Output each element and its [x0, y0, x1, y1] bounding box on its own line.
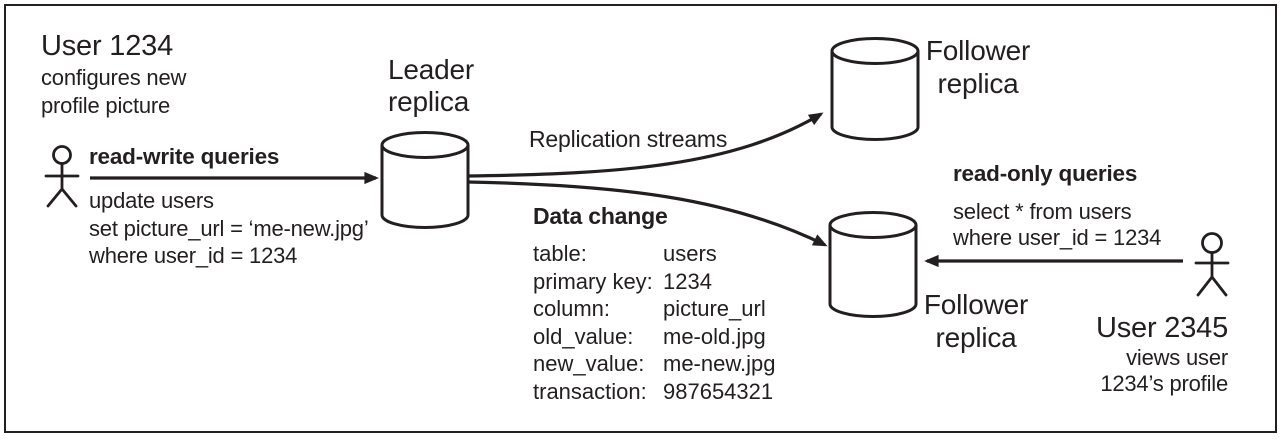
leader-replica-label-line2: replica — [388, 86, 470, 117]
read-only-label: read-only queries — [953, 161, 1138, 186]
follower-bottom-label-line2: replica — [935, 322, 1017, 353]
read-write-query-line3: where user_id = 1234 — [89, 243, 298, 268]
data-change-value: 987654321 — [663, 378, 774, 404]
right-user-caption-line1: views user — [1126, 345, 1228, 370]
data-change-row: old_value: me-old.jpg — [533, 323, 776, 351]
replication-stream-top-arrow — [467, 112, 824, 178]
read-write-query-line2: set picture_url = ‘me-new.jpg’ — [89, 215, 369, 241]
replication-streams-label: Replication streams — [529, 126, 728, 152]
database-cylinder-icon — [828, 211, 918, 318]
data-change-row: table: users — [533, 240, 776, 268]
data-change-row: column: picture_url — [533, 295, 776, 323]
data-change-row: new_value: me-new.jpg — [533, 350, 776, 378]
database-cylinder-icon — [380, 131, 470, 229]
read-only-query-line1: select * from users — [953, 199, 1132, 224]
replication-stream-bottom-arrow — [467, 180, 828, 247]
frame-border — [4, 4, 1277, 433]
stick-figure-icon — [1194, 232, 1230, 297]
leader-replica-label-line1: Leader — [388, 54, 474, 85]
data-change-key: table: — [533, 241, 587, 266]
follower-bottom-label-line1: Follower — [923, 289, 1029, 320]
data-change-value: users — [663, 241, 717, 266]
right-user-title: User 2345 — [1096, 312, 1228, 344]
follower-top-label-line2: replica — [937, 68, 1019, 99]
data-change-table: table: users primary key: 1234 column: p… — [533, 240, 776, 406]
data-change-value: me-new.jpg — [663, 351, 776, 377]
data-change-key: transaction: — [533, 378, 647, 404]
stick-figure-icon — [44, 145, 80, 208]
data-change-key: new_value: — [533, 351, 645, 377]
data-change-key: column: — [533, 296, 611, 322]
read-only-query-line2: where user_id = 1234 — [953, 225, 1162, 250]
data-change-row: primary key: 1234 — [533, 268, 776, 296]
data-change-row: transaction: 987654321 — [533, 378, 776, 406]
read-write-label: read-write queries — [89, 144, 280, 169]
left-user-caption-line1: configures new — [41, 65, 187, 90]
follower-top-label-line1: Follower — [925, 35, 1031, 66]
data-change-value: me-old.jpg — [663, 323, 766, 349]
right-user-caption-line2: 1234’s profile — [1100, 370, 1228, 396]
left-user-title: User 1234 — [41, 30, 173, 62]
data-change-key: old_value: — [533, 323, 634, 349]
data-change-value: picture_url — [663, 296, 766, 322]
left-user-caption-line2: profile picture — [41, 92, 171, 118]
data-change-key: primary key: — [533, 268, 653, 294]
data-change-title: Data change — [533, 203, 668, 229]
read-write-query-line1: update users — [89, 188, 214, 213]
data-change-value: 1234 — [663, 268, 712, 294]
database-cylinder-icon — [830, 37, 920, 141]
